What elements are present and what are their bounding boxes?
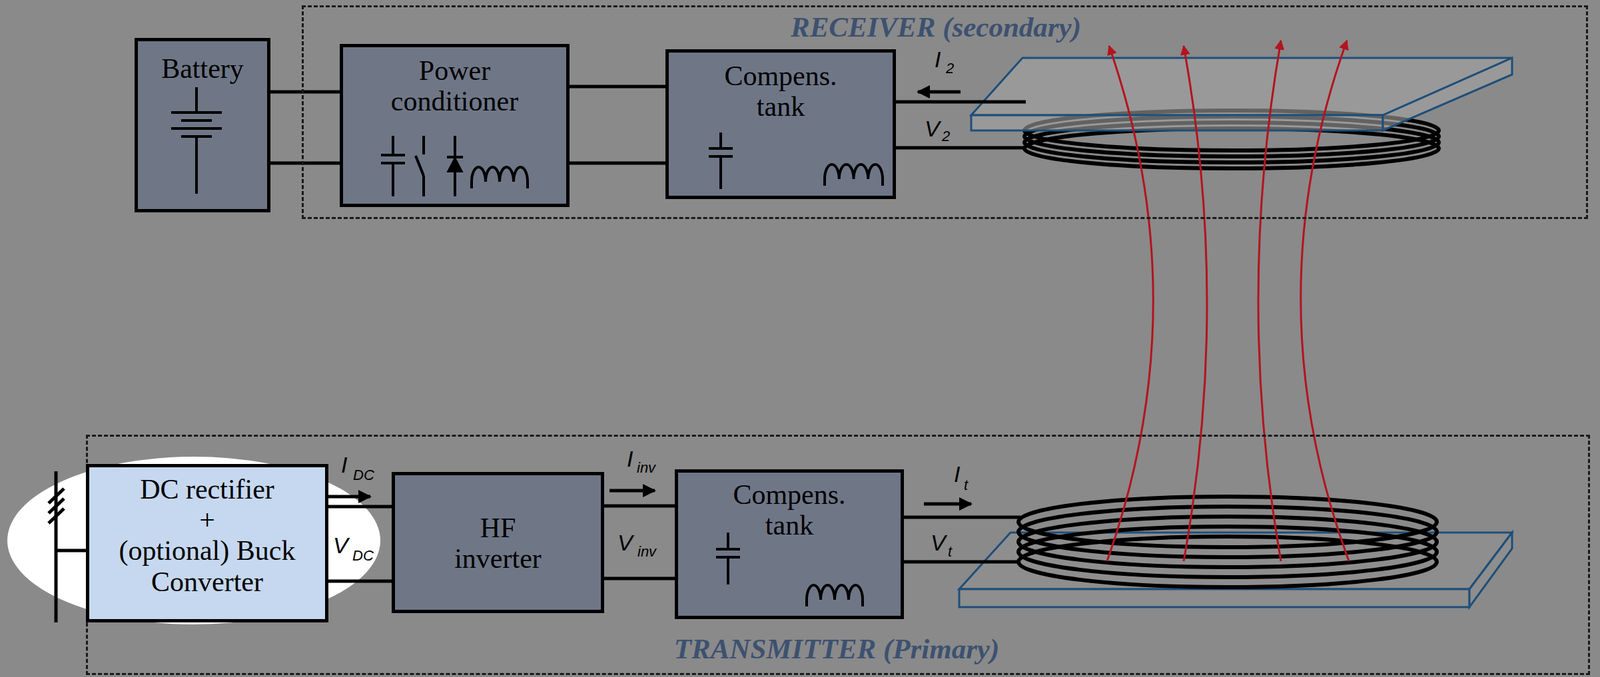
signal-subscript: t — [947, 544, 952, 560]
compensation-tank-box: Compens. tank — [665, 49, 896, 200]
signal-subscript: DC — [353, 468, 375, 483]
box-label: (optional) Buck Converter — [97, 535, 318, 597]
wire-pair — [569, 86, 666, 164]
signal-name: V — [617, 531, 633, 555]
battery-box: Battery — [134, 37, 271, 213]
transmitter-coil — [1018, 496, 1437, 588]
signal-subscript: 2 — [945, 61, 954, 76]
box-label: Battery — [145, 53, 260, 84]
field-lines — [1107, 40, 1349, 562]
signal-subscript: t — [963, 478, 968, 493]
wire-pair — [328, 506, 392, 582]
signal-name: V — [930, 531, 946, 555]
box-label: DC rectifier — [97, 474, 318, 505]
wire-pair — [604, 506, 675, 579]
compensation-tank-box: Compens. tank — [674, 469, 904, 620]
signal-name: I — [953, 462, 960, 486]
receiver-region: RECEIVER (secondary) Power conditioner Com… — [301, 5, 1589, 220]
signal-name: I — [626, 447, 633, 471]
receiver-plate — [971, 57, 1513, 131]
transmitter-region: TRANSMITTER (Primary) DC rectifier+(optio… — [85, 434, 1591, 676]
inverter-box: HF inverter — [391, 472, 605, 614]
signal-subscript: inv — [636, 460, 656, 476]
coil-leads — [895, 101, 1026, 563]
signal-name: I — [341, 453, 348, 477]
signal-subscript: inv — [637, 544, 657, 560]
box-label: HF inverter — [434, 512, 562, 575]
signal-subscript: 2 — [941, 129, 950, 144]
power-conditioner-box: Power conditioner — [339, 43, 570, 208]
box-label: + — [97, 504, 318, 536]
region-heading: RECEIVER (secondary) — [790, 10, 1082, 44]
three-phase-input — [48, 471, 88, 623]
box-label: Compens. tank — [714, 60, 848, 122]
wire-pair — [270, 91, 340, 164]
signal-name: V — [333, 534, 349, 557]
box-label: Compens. tank — [722, 479, 856, 541]
rectifier-box: DC rectifier+(optional) Buck Converter — [85, 464, 329, 623]
signal-name: V — [924, 117, 940, 140]
signal-subscript: DC — [352, 548, 374, 564]
box-label: Power conditioner — [358, 55, 552, 117]
signal-name: I — [934, 47, 941, 71]
region-heading: TRANSMITTER (Primary) — [674, 632, 1000, 666]
highlight-ellipse — [7, 456, 381, 625]
